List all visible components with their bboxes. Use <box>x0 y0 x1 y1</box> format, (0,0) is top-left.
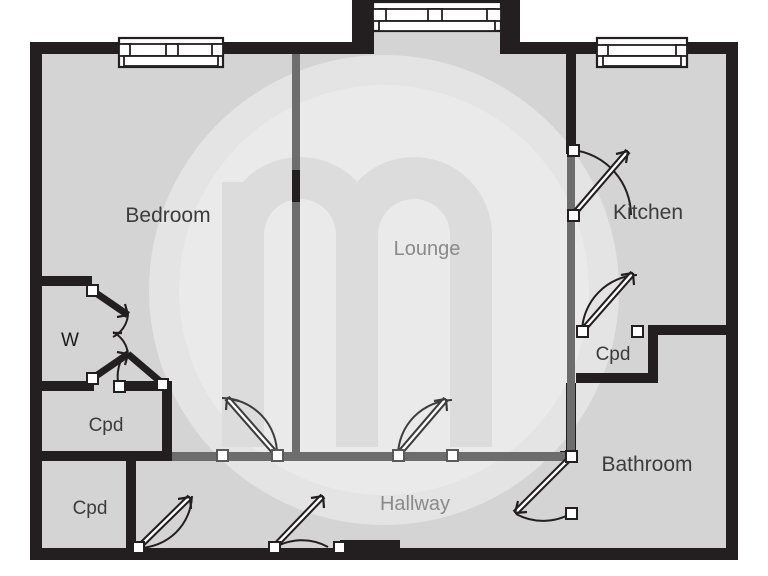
watermark-group <box>149 55 619 525</box>
room-label-bedroom: Bedroom <box>125 204 210 227</box>
room-label-hallway: Hallway <box>380 493 450 515</box>
kitchen-window <box>595 36 689 69</box>
wall-bedroom-lounge-pier <box>292 170 300 202</box>
bathroom-door <box>512 450 578 522</box>
windows-group <box>117 0 689 69</box>
wall-exterior-left <box>30 42 42 560</box>
wall-hallway-cpd-top <box>136 451 172 461</box>
room-label-cupboard-hallway: Cpd <box>73 498 108 519</box>
hallway-cpd-door <box>132 494 193 554</box>
wardrobe-bifold-doors <box>86 284 169 391</box>
wall-hallway-cpd-right <box>126 455 136 549</box>
internal-grey-walls-group <box>172 54 575 461</box>
wall-bathroom-top <box>648 325 726 335</box>
room-label-lounge: Lounge <box>394 238 461 260</box>
bedroom-window <box>117 36 225 69</box>
wall-hallway-top <box>172 452 572 461</box>
wall-bedroom-cpd-top <box>124 381 172 391</box>
entrance-door <box>268 493 346 554</box>
watermark-letter-m <box>222 157 492 447</box>
wall-wardrobe-bottom <box>42 381 94 391</box>
wall-bedroom-lounge <box>292 54 300 452</box>
room-labels-group: Bedroom Lounge Kitchen Bathroom Hallway … <box>61 201 692 519</box>
wall-kitchen-cpd-bottom <box>576 373 658 383</box>
wall-entrance-right <box>340 540 400 550</box>
room-label-kitchen: Kitchen <box>613 201 683 224</box>
wall-bay-left-jamb <box>352 0 374 54</box>
lounge-door <box>392 396 459 462</box>
kitchen-cpd-door <box>576 270 644 338</box>
wall-kitchen-cpd-right <box>648 325 658 383</box>
room-label-bathroom: Bathroom <box>601 453 692 476</box>
wall-lounge-kitchen <box>567 154 575 452</box>
doors-group <box>86 144 644 554</box>
room-label-cupboard-bedroom: Cpd <box>89 415 124 436</box>
wall-exterior-right <box>726 42 738 560</box>
bedroom-door <box>216 395 284 462</box>
room-label-cupboard-kitchen: Cpd <box>596 344 631 365</box>
wall-kitchen-left-upper <box>566 54 576 154</box>
kitchen-door <box>567 144 632 222</box>
wall-bedroom-cpd-bottom <box>42 451 136 461</box>
room-label-wardrobe: W <box>61 330 79 351</box>
wall-exterior-bottom <box>30 548 738 560</box>
wall-bedroom-cpd-right <box>162 381 172 451</box>
lounge-window <box>371 0 503 33</box>
wall-wardrobe-top <box>42 276 92 286</box>
wall-bay-right-jamb <box>500 0 520 54</box>
